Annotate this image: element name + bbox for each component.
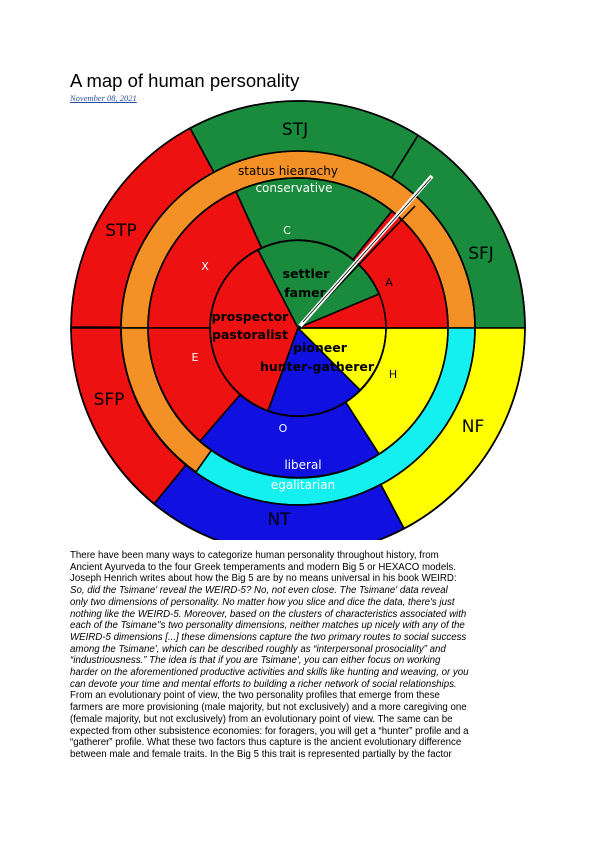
liberal-label: liberal	[284, 458, 321, 472]
article-quote-line: only two dimensions of personality. No m…	[70, 596, 455, 608]
a-letter: A	[385, 276, 393, 289]
article-quote-line: can devote your time and mental efforts …	[70, 678, 457, 690]
prospector-label: prospector	[212, 309, 290, 324]
sfp-label: SFP	[94, 390, 125, 410]
egalitarian-label: egalitarian	[271, 478, 335, 492]
sfj-label: SFJ	[468, 244, 494, 264]
article-quote-line: WEIRD-5 dimensions [...] these dimension…	[70, 631, 467, 643]
stj-label: STJ	[282, 120, 308, 140]
article-line: farmers are more provisioning (male majo…	[70, 702, 467, 714]
hunter-gatherer-label: hunter-gatherer	[260, 359, 375, 374]
article-line: expected from other subsistence economie…	[70, 725, 469, 737]
article-quote-line: harder on the aforementioned productive …	[70, 667, 469, 679]
article-quote-line: “industriousness.” The idea is that if y…	[70, 655, 441, 667]
article-line: between male and female traits. In the B…	[70, 748, 452, 760]
article-line: (female majority, but not exclusively) f…	[70, 713, 453, 725]
pioneer-label: pioneer	[293, 340, 348, 355]
personality-map-diagram: STJ SFJ STP SFP NF NT status hiearachy c…	[0, 100, 595, 540]
article-line: There have been many ways to categorize …	[70, 550, 439, 561]
stp-label: STP	[105, 221, 136, 241]
pastoralist-label: pastoralist	[212, 327, 288, 342]
article-quote-line: nothing like the WEIRD-5. Moreover, base…	[70, 608, 467, 620]
conservative-label: conservative	[255, 181, 332, 195]
article-quote-line: among the Tsimane', which can be describ…	[70, 643, 446, 655]
farmer-label: famer	[284, 285, 326, 300]
article-quote-line: each of the Tsimane''s two personality d…	[70, 620, 465, 632]
nf-label: NF	[462, 417, 485, 437]
article-line: Joseph Henrich writes about how the Big …	[70, 573, 457, 585]
article-quote-line: So, did the Tsimane' reveal the WEIRD-5?…	[70, 585, 448, 597]
e-letter: E	[192, 351, 199, 364]
nt-label: NT	[267, 510, 291, 530]
article-line: From an evolutionary point of view, the …	[70, 690, 440, 702]
x-letter: X	[201, 260, 209, 273]
status-hierarchy-label: status hiearachy	[238, 164, 338, 178]
o-letter: O	[279, 422, 288, 435]
settler-label: settler	[283, 266, 331, 281]
article-line: Ancient Ayurveda to the four Greek tempe…	[70, 561, 456, 573]
page-title: A map of human personality	[70, 70, 300, 91]
h-letter: H	[389, 368, 397, 381]
c-letter: C	[283, 224, 291, 237]
article-body: There have been many ways to categorize …	[70, 550, 530, 761]
article-line: “gatherer” profile. What these two facto…	[70, 737, 462, 749]
post-date-link[interactable]: November 08, 2021	[70, 93, 137, 103]
